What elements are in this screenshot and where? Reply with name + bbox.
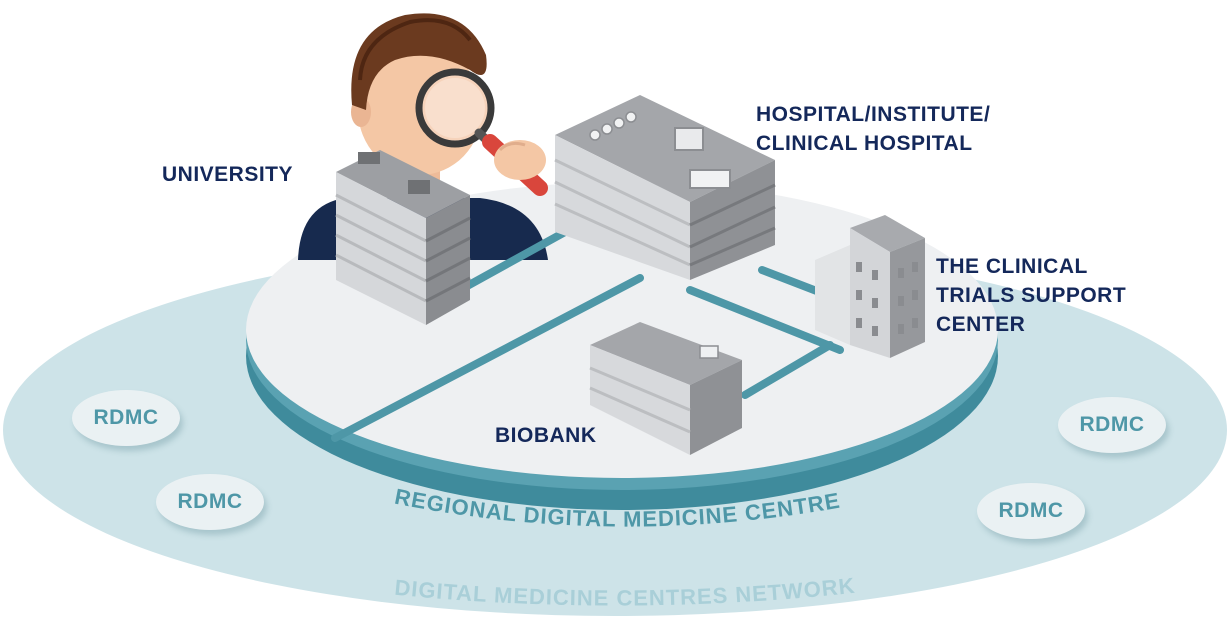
rdmc-node-left-lower: RDMC <box>156 474 264 530</box>
ctsc-label-line3: CENTER <box>936 313 1026 336</box>
clinical-trials-center-building-icon <box>815 215 925 358</box>
ctsc-label-line1: THE CLINICAL <box>936 255 1088 278</box>
university-label-text: UNIVERSITY <box>162 163 294 186</box>
rdmc-node-right-upper: RDMC <box>1058 397 1166 453</box>
university-label: UNIVERSITY <box>162 160 293 189</box>
biobank-label: BIOBANK <box>495 421 597 450</box>
biobank-building-icon <box>589 322 742 455</box>
biobank-label-text: BIOBANK <box>495 424 597 447</box>
hospital-building-icon <box>554 95 776 280</box>
clinical-trials-center-label: THE CLINICAL TRIALS SUPPORT CENTER <box>936 252 1126 339</box>
ctsc-label-line2: TRIALS SUPPORT <box>936 284 1127 307</box>
hospital-label-line1: HOSPITAL/INSTITUTE/ <box>756 103 991 126</box>
rdmc-node-right-lower: RDMC <box>977 483 1085 539</box>
rdmc-node-left-upper: RDMC <box>72 390 180 446</box>
university-building-icon <box>335 150 471 325</box>
hospital-label: HOSPITAL/INSTITUTE/ CLINICAL HOSPITAL <box>756 100 990 158</box>
hospital-label-line2: CLINICAL HOSPITAL <box>756 132 973 155</box>
